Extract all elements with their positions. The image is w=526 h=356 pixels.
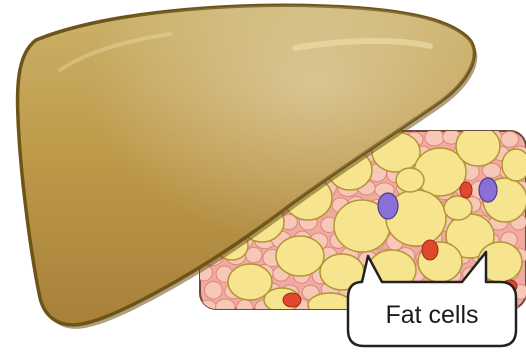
tissue-cell — [205, 281, 223, 299]
fat-cell — [396, 168, 424, 192]
immune-cell — [378, 193, 398, 219]
immune-cell — [479, 178, 497, 202]
tissue-cell — [198, 300, 217, 316]
red-blood-cell — [422, 240, 438, 260]
fat-cell — [308, 293, 352, 317]
red-blood-cell — [460, 182, 472, 198]
tissue-cell — [216, 299, 235, 314]
fat-cell — [502, 149, 526, 181]
callout-label: Fat cells — [385, 301, 478, 329]
tissue-cell — [237, 300, 253, 317]
red-blood-cell — [283, 293, 301, 307]
tissue-cell — [425, 129, 444, 146]
tissue-cell — [501, 131, 519, 147]
fat-cell — [276, 236, 324, 276]
fat-cell — [444, 196, 472, 220]
fat-cell — [456, 126, 500, 166]
